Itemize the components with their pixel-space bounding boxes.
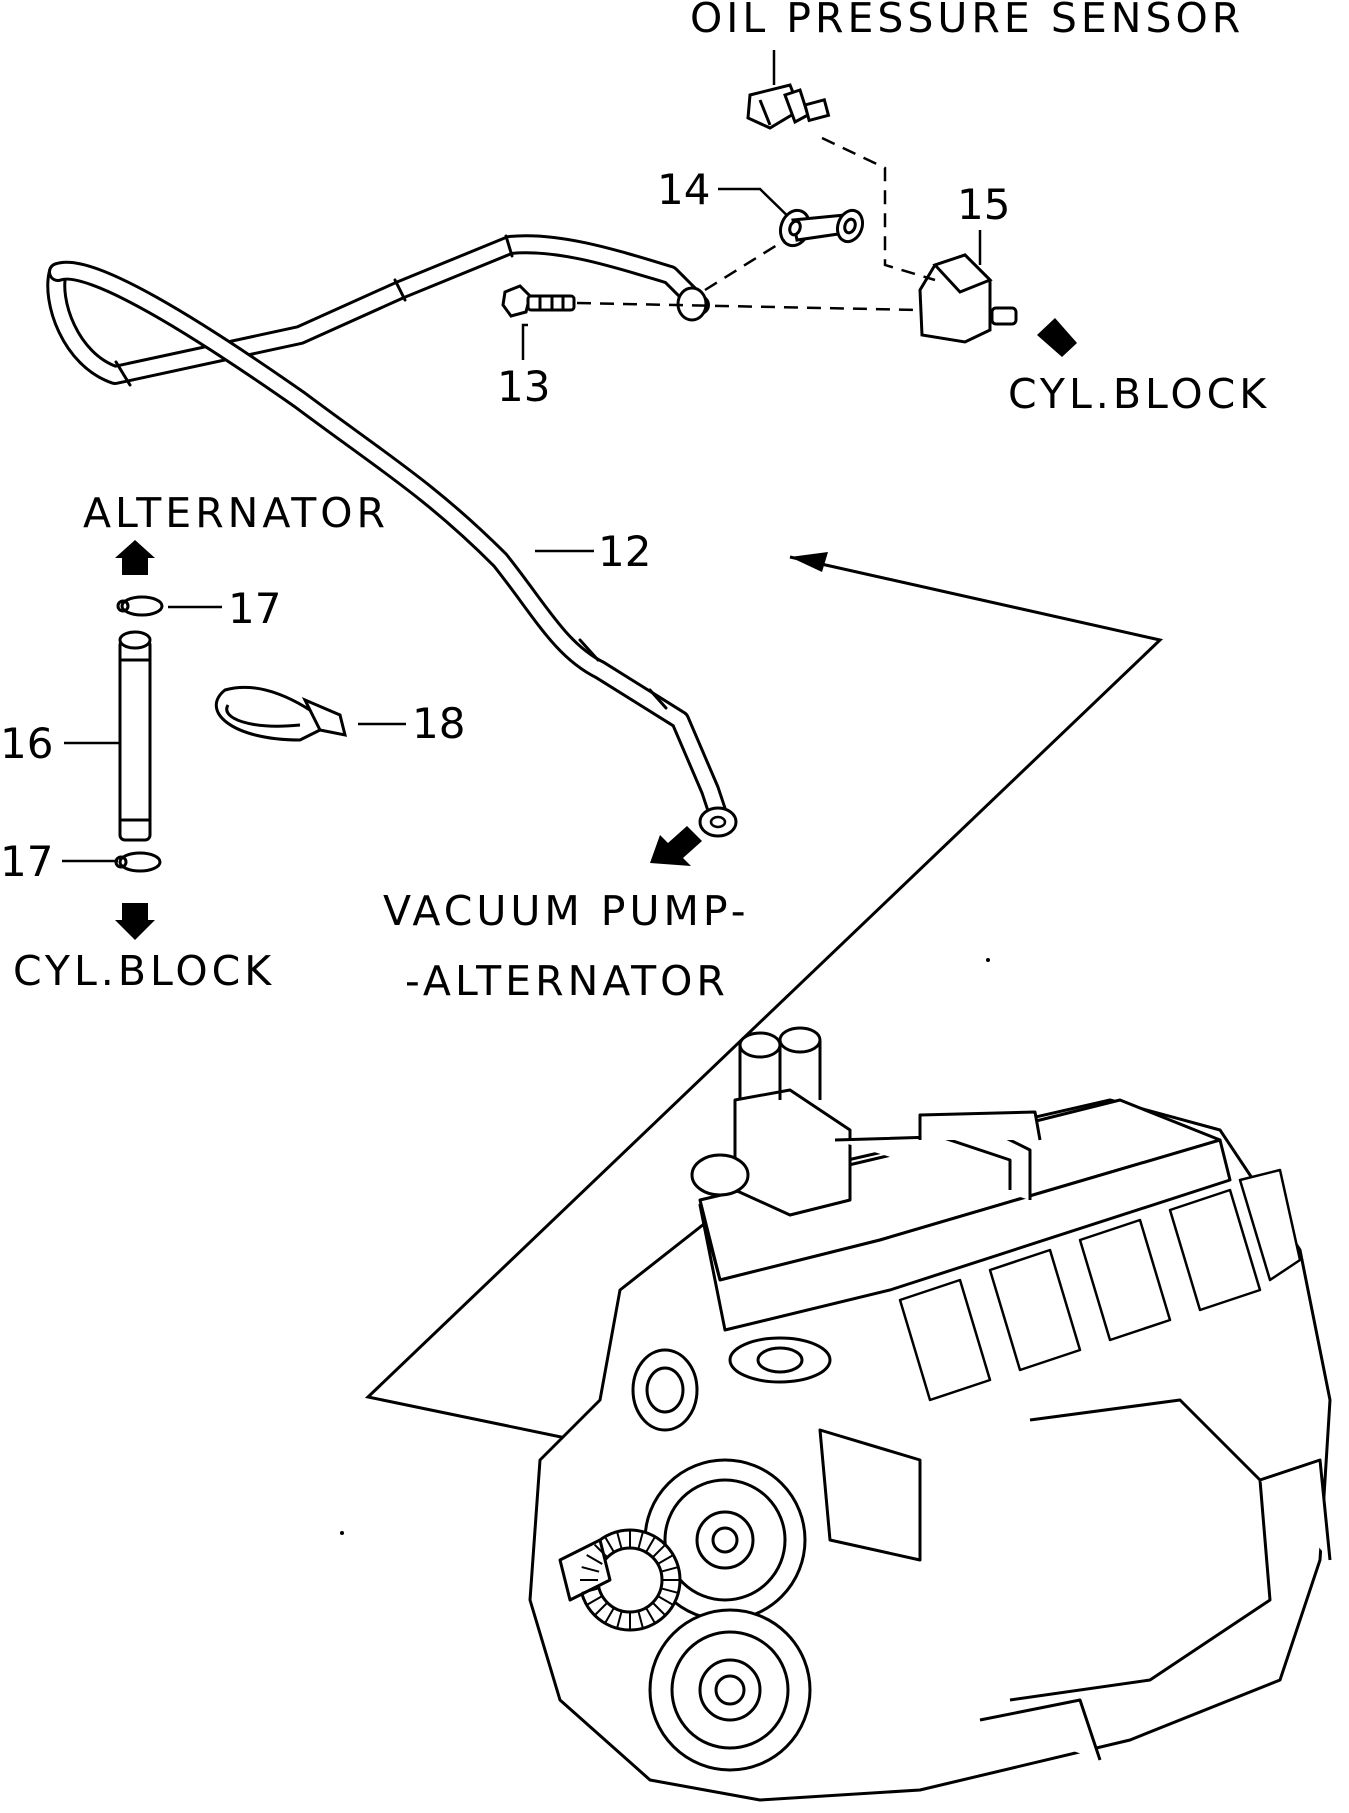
speck (986, 958, 990, 962)
leader-lines (62, 50, 982, 863)
alternator-top-label: ALTERNATOR (83, 489, 389, 537)
callout-15: 15 (957, 180, 1010, 229)
vacuum-pump-label: VACUUM PUMP- (383, 887, 750, 935)
fan-fin (660, 1566, 679, 1573)
bolt-13 (501, 284, 576, 318)
fan-fin (616, 1531, 623, 1550)
fan-fin (604, 1607, 615, 1624)
callout-17-top: 17 (228, 584, 281, 633)
callout-18: 18 (412, 699, 465, 748)
callout-13: 13 (497, 362, 550, 411)
arrow-cyl-block-right (1037, 318, 1077, 357)
hose-12 (46, 234, 738, 838)
callout-16: 16 (0, 719, 53, 768)
fan-fin (651, 1543, 667, 1559)
fan-fin (657, 1595, 674, 1606)
pointer-arrowhead (790, 552, 828, 572)
fan-fin (593, 1543, 609, 1559)
cyl-block-left-label: CYL.BLOCK (13, 947, 275, 995)
fan-fin (586, 1595, 603, 1606)
fan-fin (645, 1536, 656, 1553)
tube-16 (118, 630, 152, 842)
engine-fan-blades (580, 1530, 680, 1630)
oil-pressure-sensor (746, 83, 831, 130)
direction-arrows (115, 318, 1077, 940)
fan-fin (604, 1536, 615, 1553)
fan-fin (586, 1554, 603, 1565)
fan-fin (616, 1610, 623, 1629)
fan-fin (651, 1601, 667, 1617)
alternator-bottom-label: -ALTERNATOR (405, 957, 729, 1005)
connector-15 (918, 253, 1018, 344)
callout-17-bottom: 17 (0, 837, 53, 886)
callout-14: 14 (657, 165, 710, 214)
strap-18 (214, 685, 348, 742)
fan-fin (581, 1587, 600, 1594)
cyl-block-right-label: CYL.BLOCK (1008, 370, 1270, 418)
fan-fin (637, 1610, 644, 1629)
clamp-17-top (116, 595, 164, 617)
fan-fin (593, 1601, 609, 1617)
arrow-vacuum-pump (650, 826, 702, 866)
oil-pressure-sensor-label: OIL PRESSURE SENSOR (690, 0, 1244, 42)
engine-assembly (528, 1026, 1332, 1802)
fan-fin (645, 1607, 656, 1624)
speck (340, 1531, 344, 1535)
fan-fin (660, 1587, 679, 1594)
callout-12: 12 (598, 527, 651, 576)
fan-fin (657, 1554, 674, 1565)
fan-fin (581, 1566, 600, 1573)
arrow-cyl-block-down (115, 903, 155, 940)
fan-fin (637, 1531, 644, 1550)
arrow-alternator-up (115, 540, 155, 575)
gasket-14 (778, 208, 865, 248)
engine-pointer-lines (364, 555, 1164, 1445)
clamp-17-bottom (114, 851, 162, 873)
dashed-assembly-lines (576, 136, 936, 312)
